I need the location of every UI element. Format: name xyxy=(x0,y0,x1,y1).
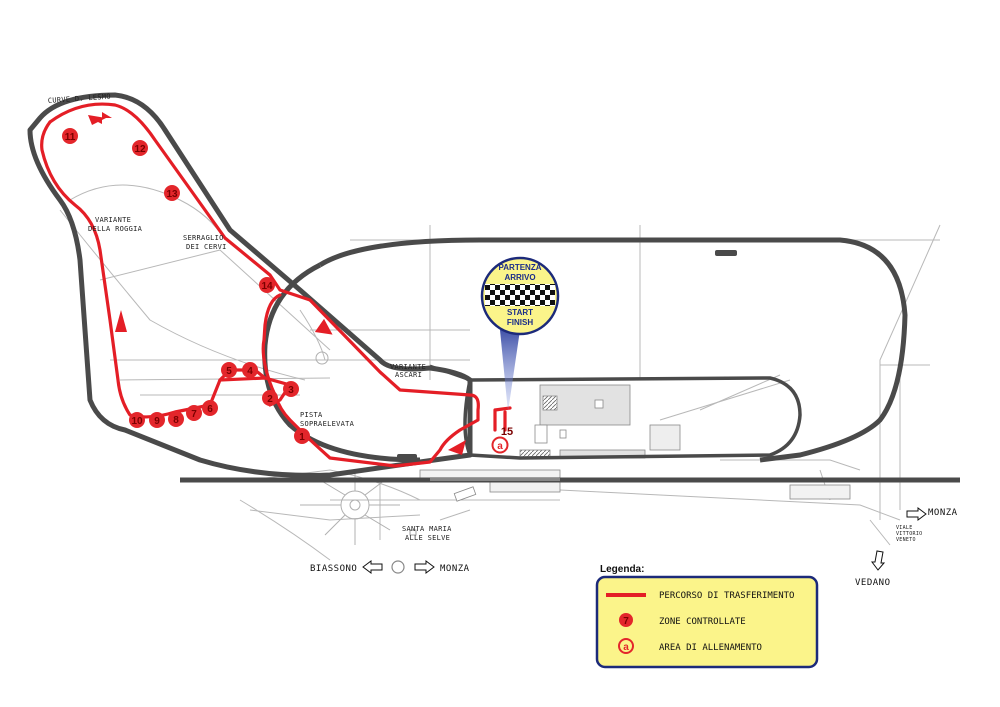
svg-text:ZONE CONTROLLATE: ZONE CONTROLLATE xyxy=(659,617,746,627)
direction-markers: BIASSONO MONZA MONZA VEDANO xyxy=(310,507,958,588)
zone-marker-12: 12 xyxy=(132,140,148,156)
arrow-down-icon xyxy=(871,550,886,571)
zone-markers: 1 2 3 4 5 6 7 8 9 10 11 12 13 14 15 xyxy=(62,128,513,444)
zone-marker-14: 14 xyxy=(259,277,275,293)
svg-text:VITTORIO: VITTORIO xyxy=(896,531,922,537)
svg-text:ALLE SELVE: ALLE SELVE xyxy=(405,534,450,542)
svg-text:6: 6 xyxy=(207,404,213,415)
svg-text:2: 2 xyxy=(267,394,273,405)
svg-text:VENETO: VENETO xyxy=(896,537,916,543)
zone-marker-6: 6 xyxy=(202,400,218,416)
svg-text:7: 7 xyxy=(623,616,629,627)
svg-text:7: 7 xyxy=(191,409,197,420)
svg-text:PERCORSO DI TRASFERIMENTO: PERCORSO DI TRASFERIMENTO xyxy=(659,591,794,601)
svg-text:13: 13 xyxy=(166,189,178,200)
park-roundabouts xyxy=(300,351,400,545)
svg-text:FINISH: FINISH xyxy=(507,318,533,327)
svg-text:DEI CERVI: DEI CERVI xyxy=(186,243,227,251)
buildings xyxy=(409,384,851,536)
svg-text:1: 1 xyxy=(299,432,305,443)
svg-text:a: a xyxy=(623,642,629,653)
svg-text:MONZA: MONZA xyxy=(440,564,470,574)
svg-text:VEDANO: VEDANO xyxy=(855,578,891,588)
svg-text:VARIANTE: VARIANTE xyxy=(390,363,426,371)
legend-item-zone: 7 ZONE CONTROLLATE xyxy=(619,613,746,627)
svg-text:SOPRAELEVATA: SOPRAELEVATA xyxy=(300,420,355,428)
legend-item-route: PERCORSO DI TRASFERIMENTO xyxy=(606,591,794,601)
zone-marker-1: 1 xyxy=(294,428,310,444)
svg-text:PARTENZA: PARTENZA xyxy=(499,263,542,272)
zone-marker-11: 11 xyxy=(62,128,78,144)
legend-box xyxy=(595,575,819,669)
legend: Legenda: PERCORSO DI TRASFERIMENTO 7 ZON… xyxy=(595,564,819,669)
zone-marker-2: 2 xyxy=(262,390,278,406)
start-finish-badge: PARTENZA ARRIVO START FINISH xyxy=(480,256,560,412)
svg-text:14: 14 xyxy=(261,281,273,292)
track-outline xyxy=(27,92,960,483)
track-pit-marks xyxy=(397,250,737,481)
svg-text:12: 12 xyxy=(134,144,146,155)
svg-text:BIASSONO: BIASSONO xyxy=(310,564,357,574)
roundabout-icon xyxy=(391,560,405,574)
svg-text:4: 4 xyxy=(247,366,253,377)
checkered-flag-icon xyxy=(485,284,555,306)
arrow-right-icon xyxy=(906,507,927,521)
transfer-route xyxy=(40,102,512,468)
svg-text:MONZA: MONZA xyxy=(928,508,958,518)
svg-text:VIALE: VIALE xyxy=(896,525,913,531)
arrow-left-icon xyxy=(362,560,383,574)
legend-title: Legenda: xyxy=(600,564,644,575)
zone-marker-4: 4 xyxy=(242,362,258,378)
svg-text:ARRIVO: ARRIVO xyxy=(504,273,535,282)
training-area-marker: a xyxy=(491,436,509,454)
zone-marker-9: 9 xyxy=(149,412,165,428)
svg-text:9: 9 xyxy=(154,416,160,427)
svg-text:AREA DI ALLENAMENTO: AREA DI ALLENAMENTO xyxy=(659,643,762,653)
svg-text:SERRAGLIO: SERRAGLIO xyxy=(183,234,224,242)
svg-text:VARIANTE: VARIANTE xyxy=(95,216,131,224)
arrow-right-icon xyxy=(414,560,435,574)
svg-text:11: 11 xyxy=(65,132,76,143)
svg-text:a: a xyxy=(497,441,503,452)
zone-marker-8: 8 xyxy=(168,411,184,427)
svg-text:3: 3 xyxy=(288,385,294,396)
route-arrows xyxy=(88,112,466,455)
zone-marker-7: 7 xyxy=(186,405,202,421)
zone-marker-3: 3 xyxy=(283,381,299,397)
zone-marker-15: 15 xyxy=(501,426,513,438)
svg-text:8: 8 xyxy=(173,415,179,426)
zone-marker-13: 13 xyxy=(164,185,180,201)
svg-text:5: 5 xyxy=(226,366,232,377)
svg-text:15: 15 xyxy=(501,426,513,438)
svg-text:10: 10 xyxy=(131,416,143,427)
zone-marker-10: 10 xyxy=(129,412,145,428)
legend-item-training: a AREA DI ALLENAMENTO xyxy=(618,638,762,654)
svg-text:SANTA MARIA: SANTA MARIA xyxy=(402,525,452,533)
svg-text:PISTA: PISTA xyxy=(300,411,323,419)
svg-text:START: START xyxy=(507,308,533,317)
svg-text:ASCARI: ASCARI xyxy=(395,371,422,379)
zone-marker-5: 5 xyxy=(221,362,237,378)
svg-text:DELLA ROGGIA: DELLA ROGGIA xyxy=(88,225,143,233)
